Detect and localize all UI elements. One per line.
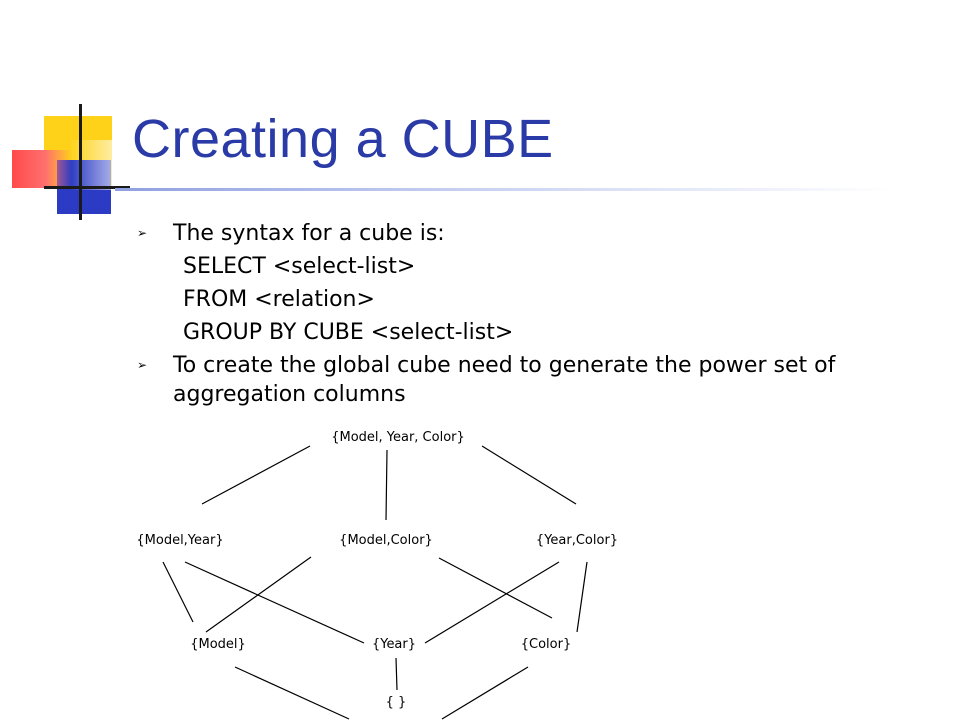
lattice-node-yc: {Year,Color} bbox=[536, 533, 618, 548]
lattice-edge-yc-y bbox=[424, 561, 560, 644]
decoration-horizontal-line bbox=[44, 186, 130, 189]
lattice-node-my: {Model,Year} bbox=[136, 533, 223, 548]
lattice-edge-m-empty bbox=[234, 666, 350, 720]
lattice-edge-my-y bbox=[184, 561, 365, 644]
title-underline bbox=[115, 188, 895, 191]
decoration-red-square bbox=[12, 150, 72, 188]
lattice-node-top: {Model, Year, Color} bbox=[331, 430, 465, 445]
syntax-line: FROM <relation> bbox=[183, 287, 375, 312]
lattice-node-empty: { } bbox=[386, 695, 407, 710]
bullet-item: ➢ The syntax for a cube is: bbox=[135, 217, 915, 250]
lattice-edge-yc-c bbox=[576, 561, 588, 633]
lattice-node-c: {Color} bbox=[521, 637, 571, 652]
arrow-bullet-icon: ➢ bbox=[137, 358, 148, 372]
lattice-edge-c-empty bbox=[441, 666, 529, 720]
lattice-edge-y-empty bbox=[395, 657, 398, 691]
bullet-item: ➢ To create the global cube need to gene… bbox=[135, 349, 915, 409]
lattice-edge-top-mc bbox=[385, 449, 388, 521]
lattice-edge-top-my bbox=[201, 445, 311, 505]
lattice-labels: {Model, Year, Color} {Model,Year} {Model,C… bbox=[136, 430, 618, 710]
syntax-line: SELECT <select-list> bbox=[183, 254, 416, 279]
decoration-vertical-line bbox=[79, 104, 82, 220]
lattice-node-y: {Year} bbox=[372, 637, 416, 652]
slide-title: Creating a CUBE bbox=[132, 109, 554, 169]
bullet-text: To create the global cube need to genera… bbox=[173, 353, 836, 407]
lattice-node-m: {Model} bbox=[190, 637, 246, 652]
lattice-edges bbox=[162, 445, 588, 720]
syntax-line: GROUP BY CUBE <select-list> bbox=[183, 320, 514, 345]
bullet-text: The syntax for a cube is: bbox=[173, 221, 445, 246]
lattice-edge-top-yc bbox=[481, 445, 577, 505]
slide-body: ➢ The syntax for a cube is: SELECT <sele… bbox=[135, 217, 915, 409]
lattice-node-mc: {Model,Color} bbox=[339, 533, 433, 548]
lattice-edge-mc-m bbox=[205, 556, 312, 633]
arrow-bullet-icon: ➢ bbox=[137, 226, 148, 240]
lattice-edge-mc-c bbox=[438, 557, 553, 619]
lattice-edge-my-m bbox=[162, 561, 194, 623]
